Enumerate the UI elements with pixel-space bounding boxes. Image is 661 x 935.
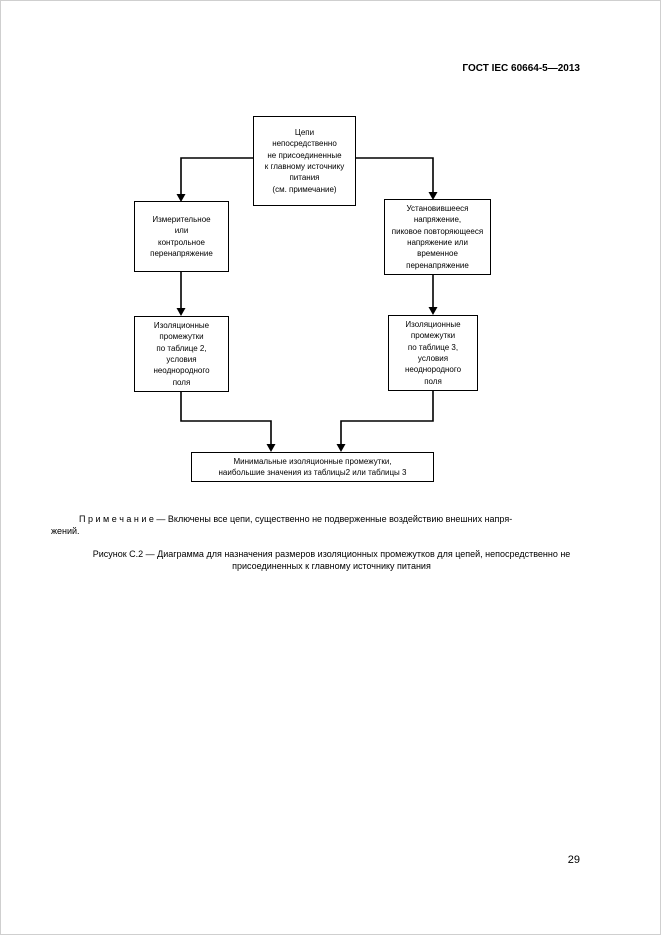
connector-top-to-right: [356, 157, 434, 193]
figure-caption: Рисунок С.2 — Диаграмма для назначения р…: [92, 549, 571, 572]
flowchart-box-minimum-clearances: Минимальные изоляционные промежутки, наи…: [191, 452, 434, 482]
document-header: ГОСТ IEC 60664-5—2013: [462, 63, 580, 74]
page-number: 29: [567, 854, 580, 866]
note-paragraph: П р и м е ч а н и е — Включены все цепи,…: [51, 514, 513, 537]
arrowhead-icon: [176, 308, 186, 316]
flowchart-box-clearances-table3: Изоляционные промежутки по таблице 3, ус…: [388, 315, 478, 391]
connector-top-to-left: [180, 157, 253, 195]
arrowhead-icon: [336, 444, 346, 452]
arrowhead-icon: [266, 444, 276, 452]
connector-left-to-bottom: [180, 392, 272, 445]
connector-right-to-bottom: [340, 391, 434, 445]
flowchart-box-circuits-not-connected: Цепи непосредственно не присоединенные к…: [253, 116, 356, 206]
flowchart-box-clearances-table2: Изоляционные промежутки по таблице 2, ус…: [134, 316, 229, 392]
arrowhead-icon: [428, 307, 438, 315]
flowchart-box-measuring-overvoltage: Измерительное или контрольное перенапряж…: [134, 201, 229, 272]
flowchart-box-steady-state-voltage: Установившееся напряжение, пиковое повто…: [384, 199, 491, 275]
